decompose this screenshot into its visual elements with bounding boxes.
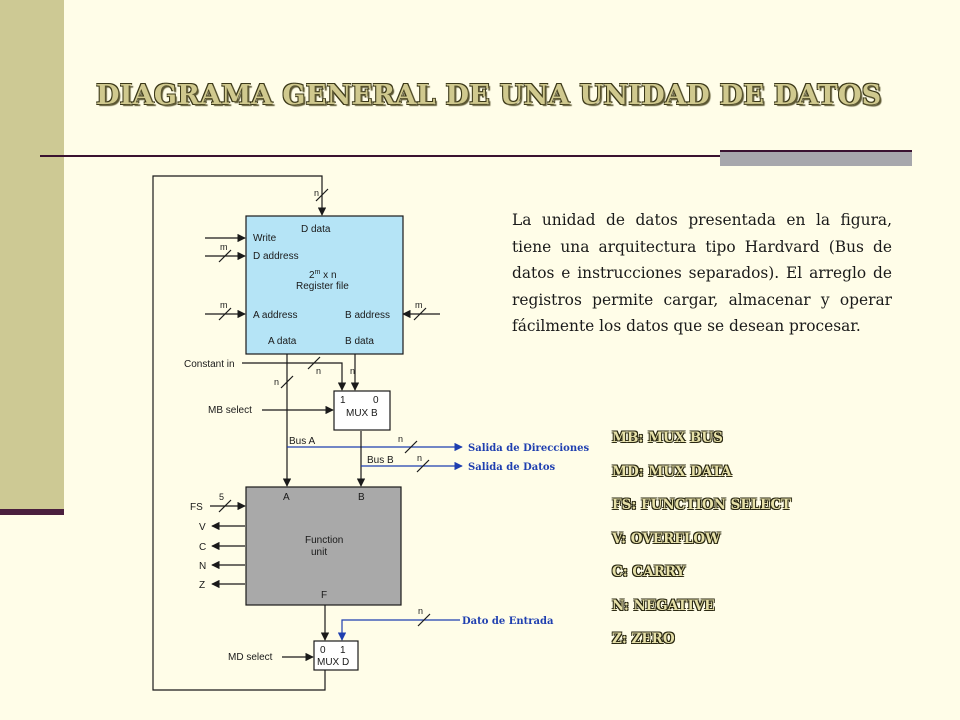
constant-in-wire [242, 362, 347, 391]
function-unit-name-1: Function [305, 535, 343, 546]
mux-d-input-0: 0 [320, 645, 326, 656]
feedback-wire [152, 175, 327, 691]
function-unit-f-label: F [321, 590, 327, 601]
data-in-label: Dato de Entrada [462, 616, 554, 627]
reg-size-label: 2m x n [309, 269, 337, 281]
left-band-foot [0, 509, 64, 515]
width-label-write: m [220, 242, 228, 252]
data-out-label: Salida de Datos [468, 462, 556, 473]
reg-name-label: Register file [296, 281, 349, 292]
d-data-width-tick [315, 188, 329, 202]
bus-a-label: Bus A [289, 436, 315, 447]
legend-item-v: V: OVERFLOW [612, 530, 721, 547]
description-paragraph: La unidad de datos presentada en la figu… [512, 211, 892, 335]
register-file-block [245, 215, 404, 355]
d-address-width-tick [218, 249, 232, 263]
function-unit-block [245, 486, 402, 606]
mux-b-block [333, 390, 391, 431]
data-in-width-tick [417, 613, 431, 627]
function-unit-a-label: A [283, 492, 290, 503]
n-flag-label: N [199, 561, 206, 572]
address-out-width-tick [404, 440, 418, 454]
data-in-wire [337, 619, 460, 641]
reg-a-data-label: A data [268, 336, 297, 347]
mux-b-name: MUX B [346, 408, 378, 419]
md-select-label: MD select [228, 652, 273, 663]
width-label-data-in: n [418, 606, 423, 616]
abbreviation-legend: MB: MUX BUS MD: MUX DATA FS: FUNCTION SE… [612, 426, 872, 661]
mux-d-block [313, 640, 359, 671]
function-unit-b-label: B [358, 492, 365, 503]
function-unit-name-2: unit [311, 547, 327, 558]
width-label-a-data: n [274, 377, 279, 387]
a-address-width-tick [218, 307, 232, 321]
title-underline-accent [720, 150, 912, 166]
reg-d-data-label: D data [301, 224, 331, 235]
mux-b-input-0: 0 [373, 395, 379, 406]
fs-width-label: 5 [219, 492, 224, 502]
left-decorative-band [0, 0, 64, 512]
mux-d-input-1: 1 [340, 645, 346, 656]
fs-width-tick [218, 499, 232, 513]
address-out-label: Salida de Direcciones [468, 443, 589, 454]
a-data-width-tick [280, 375, 294, 389]
reg-a-address-label: A address [253, 310, 297, 321]
mb-select-label: MB select [208, 405, 252, 416]
width-label-d-data: n [314, 188, 319, 198]
reg-write-label: Write [253, 233, 277, 244]
width-label-data-out: n [417, 453, 422, 463]
bus-b-label: Bus B [367, 455, 394, 466]
width-label-constant: n [316, 366, 321, 376]
mux-d-name: MUX D [317, 657, 349, 668]
legend-item-mb: MB: MUX BUS [612, 430, 723, 446]
reg-b-address-label: B address [345, 310, 390, 321]
legend-item-z: Z: ZERO [612, 631, 675, 647]
legend-item-c: C: CARRY [612, 564, 686, 580]
fs-label: FS [190, 502, 203, 513]
legend-item-fs: FS: FUNCTION SELECT [612, 497, 792, 513]
width-label-b-data: n [350, 366, 355, 376]
width-label-b-address: m [415, 300, 423, 310]
v-flag-label: V [199, 522, 206, 533]
title-underline [40, 155, 912, 157]
slide-title: DIAGRAMA GENERAL DE UNA UNIDAD DE DATOS [96, 80, 882, 111]
width-label-address-out: n [398, 434, 403, 444]
c-flag-label: C [199, 542, 206, 553]
width-label-a-address: m [220, 300, 228, 310]
constant-in-width-tick [307, 356, 321, 370]
reg-d-address-label: D address [253, 251, 299, 262]
data-out-width-tick [416, 459, 430, 473]
z-flag-label: Z [199, 580, 205, 591]
legend-item-n: N: NEGATIVE [612, 597, 715, 614]
constant-in-label: Constant in [184, 359, 235, 370]
legend-item-md: MD: MUX DATA [612, 463, 732, 480]
b-address-width-tick [413, 307, 427, 321]
mux-b-input-1: 1 [340, 395, 346, 406]
reg-b-data-label: B data [345, 336, 374, 347]
